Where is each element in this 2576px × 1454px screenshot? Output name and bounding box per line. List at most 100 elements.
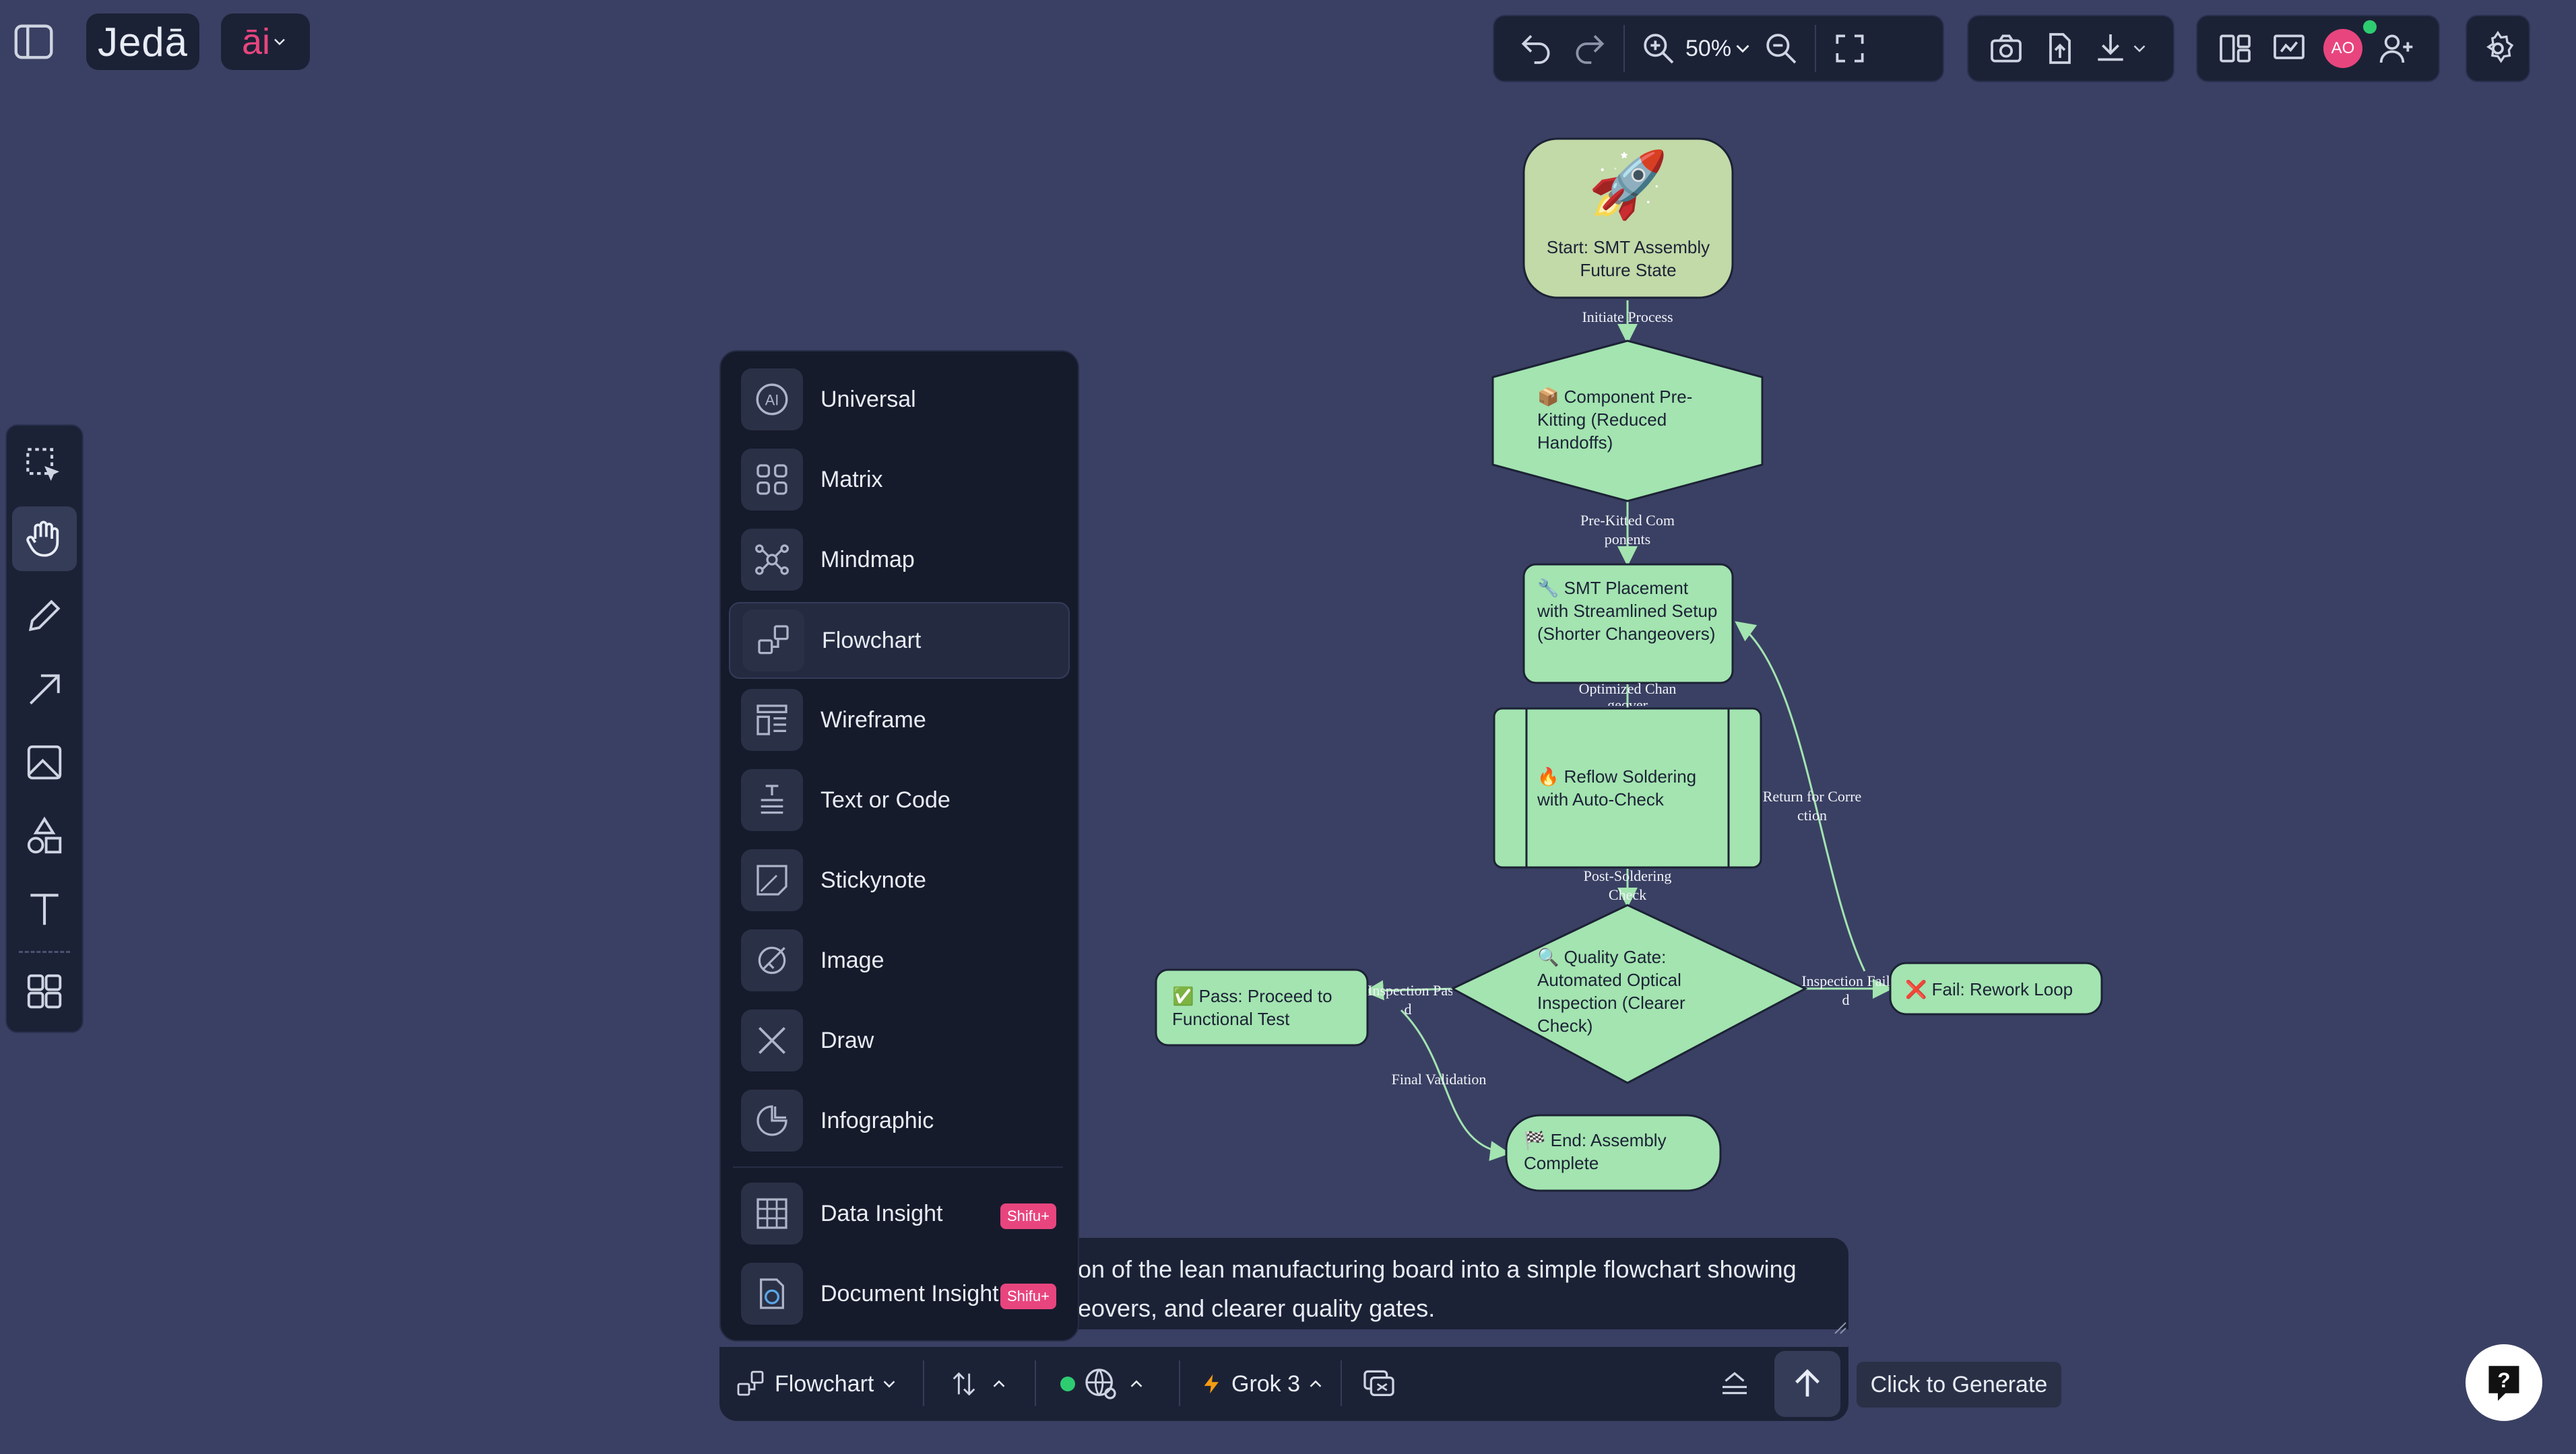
flowchart-icon — [737, 1370, 764, 1396]
sidebar-toggle-button[interactable] — [5, 13, 62, 70]
redo-button[interactable] — [1563, 22, 1617, 75]
menu-item-mindmap[interactable]: Mindmap — [729, 523, 1067, 597]
lightning-icon — [1204, 1374, 1219, 1394]
undo-icon — [1521, 35, 1550, 64]
download-menu-button[interactable] — [2087, 22, 2154, 75]
screenshot-button[interactable] — [1979, 22, 2033, 75]
gear-icon — [2486, 30, 2514, 63]
ai-menu-button[interactable]: āi — [221, 13, 310, 70]
menu-item-label: Text or Code — [820, 787, 951, 813]
premium-badge: Shifu+ — [1000, 1203, 1056, 1229]
menu-item-stickynote[interactable]: Stickynote — [729, 843, 1067, 917]
grid-icon — [756, 464, 787, 495]
zoom-out-icon — [1766, 34, 1797, 64]
select-tool[interactable] — [13, 435, 75, 497]
download-icon — [2098, 34, 2123, 61]
prompt-line: eovers, and clearer quality gates. — [1078, 1294, 1436, 1322]
node-pass[interactable] — [1155, 968, 1369, 1047]
online-status-dot — [2363, 20, 2377, 34]
menu-item-label: Image — [820, 947, 884, 973]
invite-user-button[interactable] — [2370, 22, 2424, 75]
more-tools[interactable] — [13, 960, 75, 1022]
prompt-input[interactable] — [1051, 1238, 1848, 1329]
layout-button[interactable] — [2208, 22, 2262, 75]
node-smt[interactable] — [1522, 563, 1734, 684]
menu-item-matrix[interactable]: Matrix — [729, 442, 1067, 517]
node-start-label: Start: SMT Assembly Future State — [1546, 237, 1710, 280]
camera-icon — [1991, 34, 2022, 63]
chevron-up-icon — [1130, 1380, 1142, 1387]
menu-item-label: Data Insight — [820, 1200, 943, 1226]
image-tool[interactable] — [13, 731, 75, 793]
menu-item-document-insight[interactable]: Document Insight Shifu+ — [729, 1257, 1067, 1331]
divider — [1035, 1360, 1036, 1406]
divider — [1341, 1360, 1342, 1406]
menu-item-text-or-code[interactable]: Text or Code — [729, 763, 1067, 837]
chevron-up-icon — [993, 1380, 1005, 1387]
model-select[interactable]: Grok 3 — [1200, 1362, 1326, 1406]
menu-item-flowchart[interactable]: Flowchart — [729, 602, 1070, 679]
node-end[interactable] — [1505, 1114, 1722, 1192]
text-icon — [761, 785, 783, 814]
select-icon — [26, 448, 59, 481]
collab-toolbar: AO — [2196, 15, 2440, 82]
app-logo[interactable]: Jedā — [86, 13, 199, 70]
add-user-icon — [2379, 34, 2413, 63]
table-icon — [756, 1198, 787, 1229]
menu-item-draw[interactable]: Draw — [729, 1003, 1067, 1078]
edge-pass-end — [1400, 1009, 1510, 1161]
node-start[interactable] — [1522, 137, 1734, 299]
shapes-tool[interactable] — [13, 805, 75, 867]
undo-button[interactable] — [1509, 22, 1563, 75]
chat-toggle-button[interactable] — [1355, 1363, 1403, 1405]
node-gate[interactable] — [1450, 904, 1808, 1084]
pen-tool[interactable] — [13, 585, 75, 647]
tooltip-text: Click to Generate — [1870, 1371, 2048, 1397]
menu-item-infographic[interactable]: Infographic — [729, 1084, 1067, 1158]
generate-button[interactable] — [1774, 1351, 1840, 1417]
avatar[interactable]: AO — [2316, 22, 2370, 75]
pie-icon — [756, 1105, 787, 1136]
edge-label: ction — [1797, 807, 1827, 824]
zoom-in-button[interactable] — [1632, 22, 1685, 75]
divider — [1179, 1360, 1180, 1406]
text-tool[interactable] — [13, 878, 75, 940]
expand-button[interactable] — [1711, 1363, 1758, 1405]
redo-icon — [1576, 35, 1605, 64]
chevron-down-icon — [274, 38, 285, 46]
text-icon — [30, 894, 59, 925]
web-search-toggle[interactable] — [1060, 1362, 1147, 1406]
fullscreen-icon — [1836, 34, 1864, 63]
menu-item-image[interactable]: Image — [729, 923, 1067, 997]
upload-icon — [2049, 33, 2071, 64]
arrow-tool[interactable] — [13, 659, 75, 721]
generate-bar — [719, 1347, 1848, 1421]
menu-item-universal[interactable]: AI Universal — [729, 362, 1067, 436]
present-button[interactable] — [2262, 22, 2316, 75]
menu-item-data-insight[interactable]: Data Insight Shifu+ — [729, 1177, 1067, 1251]
prompt-line: on of the lean manufacturing board into … — [1078, 1255, 1797, 1283]
fit-screen-button[interactable] — [1823, 22, 1877, 75]
edge-label: Optimized Chan — [1578, 680, 1677, 696]
grid-icon — [27, 974, 62, 1009]
edge-label: Check — [1608, 886, 1647, 903]
mode-select[interactable]: Flowchart — [734, 1362, 899, 1406]
export-toolbar — [1967, 15, 2175, 82]
node-fail-label: ❌ Fail: Rework Loop — [1905, 979, 2073, 999]
hand-tool[interactable] — [12, 506, 77, 571]
premium-badge: Shifu+ — [1000, 1284, 1056, 1309]
zoom-select[interactable]: 50% — [1685, 36, 1754, 62]
prompt-text[interactable]: on of the lean manufacturing board into … — [1078, 1250, 1839, 1328]
rocket-icon: 🚀 — [1588, 149, 1669, 221]
node-prekit[interactable] — [1491, 339, 1764, 502]
zoom-out-button[interactable] — [1754, 22, 1808, 75]
node-fail[interactable] — [1889, 962, 2103, 1016]
resize-handle-icon[interactable] — [1831, 1319, 1847, 1335]
menu-item-wireframe[interactable]: Wireframe — [729, 683, 1067, 757]
settings-button[interactable] — [2466, 15, 2530, 82]
help-button[interactable]: ? — [2466, 1344, 2542, 1421]
direction-select[interactable] — [948, 1362, 1009, 1406]
node-reflow[interactable] — [1493, 707, 1762, 869]
upload-button[interactable] — [2033, 22, 2087, 75]
node-smt-label: 🔧 SMT Placement with Streamlined Setup (… — [1537, 578, 1718, 644]
